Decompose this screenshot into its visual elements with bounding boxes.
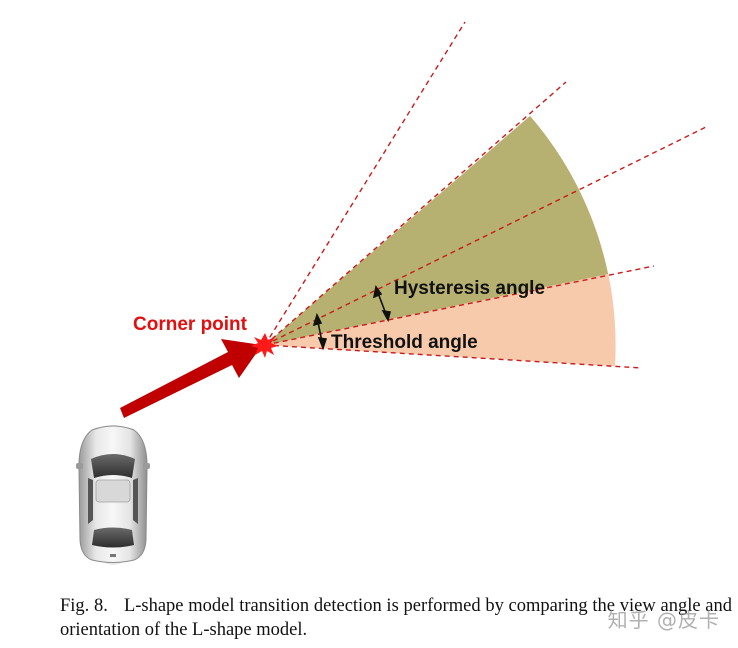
hysteresis-angle-label: Hysteresis angle — [394, 278, 545, 299]
inner-upper-boundary — [264, 81, 567, 346]
figure-caption: Fig. 8.L-shape model transition detectio… — [60, 594, 732, 642]
threshold-angle-label: Threshold angle — [331, 332, 478, 353]
corner-point-label: Corner point — [133, 314, 248, 335]
car-icon — [76, 425, 150, 565]
caption-text: L-shape model transition detection is pe… — [60, 596, 732, 640]
inner-lower-boundary — [264, 265, 655, 346]
watermark: 知乎 @皮卡 — [607, 608, 720, 632]
starburst-icon — [251, 333, 278, 358]
arrow-icon — [120, 339, 262, 418]
hysteresis-sector — [265, 116, 608, 345]
orientation-line — [264, 125, 709, 346]
dashed-lines — [264, 21, 709, 369]
caption-fig-number: Fig. 8. — [60, 596, 108, 616]
hysteresis-angle-indicator — [372, 285, 391, 323]
l-shape-transition-diagram: Corner point Hysteresis angle Threshold … — [76, 21, 709, 565]
threshold-angle-indicator — [312, 312, 328, 351]
outer-upper-boundary — [264, 21, 466, 346]
